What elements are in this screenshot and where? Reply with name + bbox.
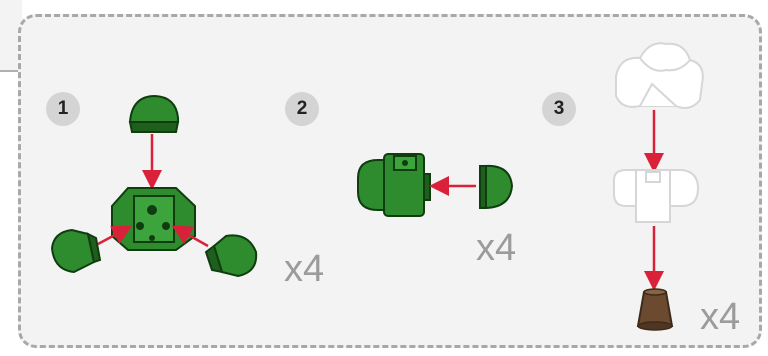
step-2-badge: 2: [285, 92, 319, 126]
step-3-quantity: x4: [700, 296, 741, 338]
step-2-quantity: x4: [476, 227, 517, 269]
step-1-connector-hub: [111, 187, 196, 251]
step-3-badge: 3: [542, 92, 576, 126]
panel-side-tab: [0, 0, 22, 72]
step-1-cap-right: [204, 234, 258, 278]
step-1-cap-top: [128, 94, 180, 133]
step-2-cap: [479, 164, 514, 210]
step-1-cap-left: [50, 228, 102, 274]
step-1-arrow-left: [97, 225, 133, 246]
step-3-ghost-middle-assembly: [613, 169, 700, 223]
step-1-badge: 1: [46, 92, 80, 126]
step-1-arrow-right: [171, 225, 209, 248]
step-2-assembly: [357, 153, 431, 217]
step-3-ghost-top-assembly: [615, 42, 704, 109]
step-1-quantity: x4: [284, 248, 325, 290]
step-3-foot: [636, 288, 674, 331]
